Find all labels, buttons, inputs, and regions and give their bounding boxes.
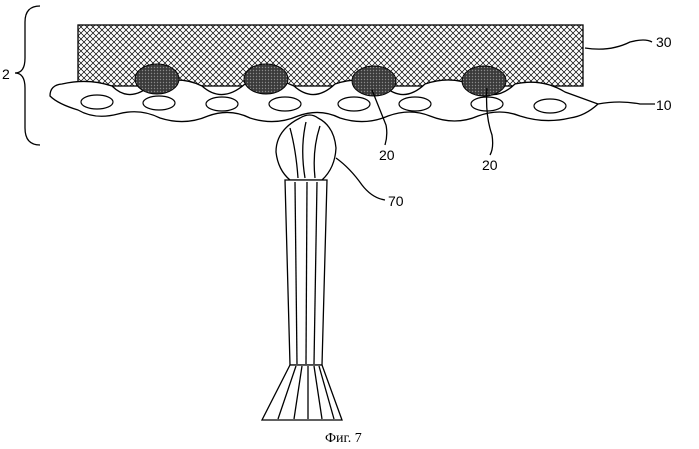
oval-2 [143,96,175,110]
label-2: 2 [2,66,10,82]
label-70: 70 [388,193,404,209]
brush-end [262,365,342,420]
dot-20-2 [244,64,288,94]
oval-4 [269,97,301,111]
label-20-b: 20 [482,157,498,173]
label-10: 10 [656,97,672,113]
leader-30 [585,40,652,49]
leader-70 [336,158,385,200]
dot-20-1 [135,64,179,94]
leader-10 [598,102,655,104]
oval-1 [81,95,113,109]
brace-2 [15,6,40,145]
oval-3 [206,97,238,111]
label-20-a: 20 [379,147,395,163]
dot-20-4 [462,66,506,96]
oval-5 [338,97,370,111]
figure-caption: Фиг. 7 [325,431,362,446]
label-30: 30 [656,34,672,50]
dot-20-3 [352,66,396,96]
oval-8 [534,99,566,113]
oval-6 [399,97,431,111]
